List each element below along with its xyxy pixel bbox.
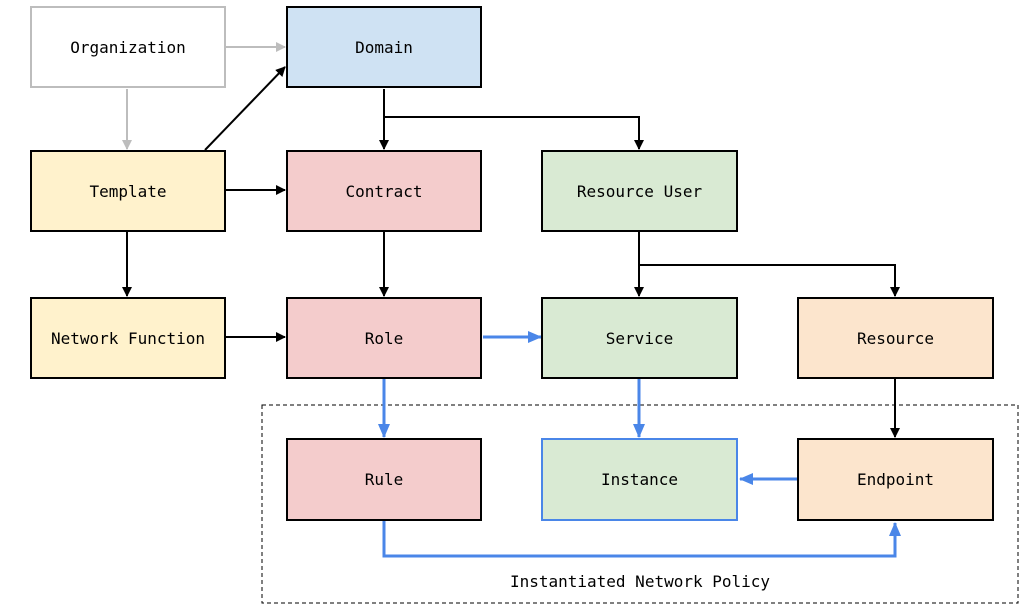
node-network-function: Network Function (30, 297, 226, 379)
node-service: Service (541, 297, 738, 379)
node-endpoint-label: Endpoint (856, 470, 935, 489)
node-resource-user-label: Resource User (576, 181, 703, 201)
node-role: Role (286, 297, 482, 379)
node-instance: Instance (541, 438, 738, 521)
edge-domain-resource-user (384, 116, 644, 150)
node-service-label: Service (605, 328, 674, 348)
node-template: Template (30, 150, 226, 232)
node-instance-label: Instance (600, 470, 679, 489)
edge-rule-endpoint (382, 521, 901, 558)
node-resource-user: Resource User (541, 150, 738, 232)
node-resource-label: Resource (856, 328, 935, 348)
node-resource: Resource (797, 297, 994, 379)
group-label: Instantiated Network Policy (509, 572, 771, 591)
node-rule: Rule (286, 438, 482, 521)
node-organization-label: Organization (70, 37, 186, 57)
node-organization: Organization (30, 6, 226, 88)
node-domain-label: Domain (355, 37, 413, 57)
node-contract-label: Contract (345, 181, 423, 201)
node-network-function-label: Network Function (50, 328, 206, 348)
edge-template-domain (204, 66, 286, 151)
node-role-label: Role (364, 328, 404, 348)
node-endpoint: Endpoint (797, 438, 994, 521)
node-template-label: Template (89, 181, 167, 201)
edge-resource-user-resource (639, 264, 900, 297)
node-rule-label: Rule (364, 470, 404, 489)
node-domain: Domain (286, 6, 482, 88)
node-contract: Contract (286, 150, 482, 232)
